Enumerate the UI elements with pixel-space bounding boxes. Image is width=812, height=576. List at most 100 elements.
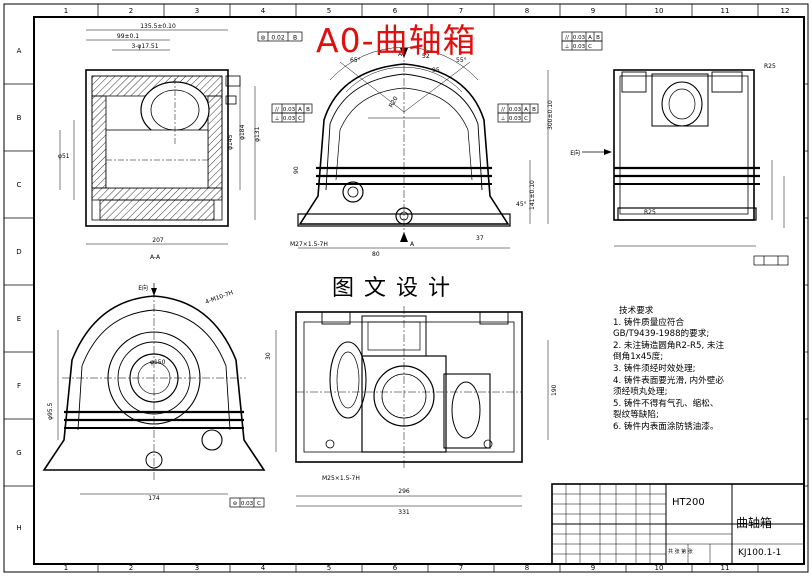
tol-datum: B	[306, 107, 310, 113]
col-label: 10	[655, 7, 664, 15]
tol-symbol: //	[501, 107, 505, 113]
view-label: A-A	[150, 254, 161, 261]
tol-datum: C	[524, 116, 528, 122]
col-label: 5	[327, 7, 331, 15]
dim-label: M25×1.5-7H	[322, 475, 360, 482]
tol-datum: C	[298, 116, 302, 122]
row-label: C	[17, 181, 22, 189]
col-label: 1	[64, 7, 68, 15]
dim-label: 95	[432, 67, 440, 74]
tech-req-line: 2. 未注铸造圆角R2-R5, 未注	[613, 340, 725, 351]
tol-value: 0.03	[509, 116, 522, 122]
tol-value: 0.03	[283, 107, 296, 113]
tol-datum: A	[524, 107, 528, 113]
col-label: 11	[721, 7, 730, 15]
dim-label: 90	[293, 166, 300, 174]
dim-label: R20	[388, 95, 400, 109]
tol-value: 0.03	[283, 116, 296, 122]
dim-label: 331	[398, 509, 410, 516]
tol-value: 0.03	[573, 35, 586, 41]
dim-label: φ150	[150, 359, 166, 366]
title-block-material: HT200	[672, 497, 705, 508]
tol-value: 0.03	[509, 107, 522, 113]
dim-label: φ51	[58, 153, 70, 160]
col-label: 8	[525, 564, 529, 572]
zone-ticks	[4, 4, 808, 572]
dim-label: 174	[148, 495, 160, 502]
tol-datum: C	[257, 501, 261, 507]
col-label: 7	[459, 7, 463, 15]
col-label: 5	[327, 564, 331, 572]
title-block-part-name: 曲轴箱	[736, 516, 773, 530]
outer-frame	[3, 3, 809, 573]
dim-label: 300±0.10	[547, 100, 554, 130]
tech-req-line: 3. 铸件须经时效处理;	[613, 363, 696, 374]
view-label: A	[398, 51, 403, 58]
tol-datum: B	[596, 35, 600, 41]
tech-req-heading: 技术要求	[619, 306, 654, 316]
row-label: D	[16, 248, 21, 256]
dim-label: 65°	[350, 57, 361, 64]
dim-label: 80	[372, 251, 380, 258]
dim-label: 52	[422, 53, 430, 60]
dim-label: φ131	[254, 126, 261, 142]
tolerance-frame	[229, 497, 265, 508]
tech-req-line: 须经喷丸处理;	[613, 387, 668, 398]
tol-datum: A	[298, 107, 302, 113]
col-label: 2	[129, 7, 133, 15]
watermark-text: 图文设计	[332, 276, 461, 301]
tech-req-line: 4. 铸件表面要光滑, 内外壁必	[613, 375, 724, 386]
side-view	[582, 69, 785, 247]
col-label: 10	[655, 564, 664, 572]
tech-req-line: 1. 铸件质量应符合	[613, 317, 685, 328]
tol-datum: A	[588, 35, 592, 41]
row-label: H	[16, 524, 21, 532]
dim-label: 45°	[516, 201, 527, 208]
dim-label: φ95.5	[47, 403, 54, 421]
row-label: G	[16, 449, 21, 457]
col-label: 9	[591, 7, 595, 15]
col-label: 3	[195, 564, 199, 572]
col-label: 6	[393, 7, 398, 15]
tolerance-frame	[271, 31, 603, 123]
tol-value: 0.03	[573, 44, 586, 50]
dim-label: 3-φ17.51	[131, 43, 158, 50]
col-label: 6	[393, 564, 398, 572]
col-label: 2	[129, 564, 133, 572]
tol-symbol: ⊥	[501, 116, 506, 122]
col-label: 7	[459, 564, 463, 572]
col-label: 8	[525, 7, 529, 15]
top-view	[275, 306, 549, 507]
col-label: 12	[781, 7, 790, 15]
title-block	[551, 483, 805, 565]
tol-datum: C	[588, 44, 592, 50]
dim-label: R25	[644, 209, 656, 216]
row-label: A	[17, 47, 22, 55]
technical-requirements: 技术要求 1. 铸件质量应符合 GB/T9439-1988的要求; 2. 未注铸…	[613, 306, 803, 434]
e-direction-view	[42, 283, 266, 495]
dim-label: 296	[398, 488, 410, 495]
dim-label: 135.5±0.10	[140, 23, 176, 30]
dim-label: 55°	[456, 57, 467, 64]
tol-symbol: ⊚	[233, 501, 238, 507]
tol-datum: B	[293, 35, 297, 42]
row-label: E	[17, 315, 21, 323]
drawing-title: A0-曲轴箱	[316, 21, 477, 60]
tech-req-line: 5. 铸件不得有气孔、缩松、	[613, 398, 719, 409]
tolerance-frame	[753, 255, 789, 266]
inner-frame	[33, 16, 805, 565]
dim-label: 4-M10-7H	[204, 289, 234, 306]
tol-datum: B	[532, 107, 536, 113]
col-label: 4	[261, 7, 266, 15]
col-label: 4	[261, 564, 266, 572]
dim-label: φ145	[227, 134, 234, 150]
col-label: 3	[195, 7, 199, 15]
dim-label: 99±0.1	[117, 33, 139, 40]
row-label: B	[17, 114, 22, 122]
tol-symbol: //	[275, 107, 279, 113]
tol-symbol: ⊥	[565, 44, 570, 50]
title-block-drawing-number: KJ100.1-1	[738, 548, 782, 558]
dim-label: 141±0.10	[529, 180, 536, 210]
dim-label: φ184	[239, 124, 246, 140]
